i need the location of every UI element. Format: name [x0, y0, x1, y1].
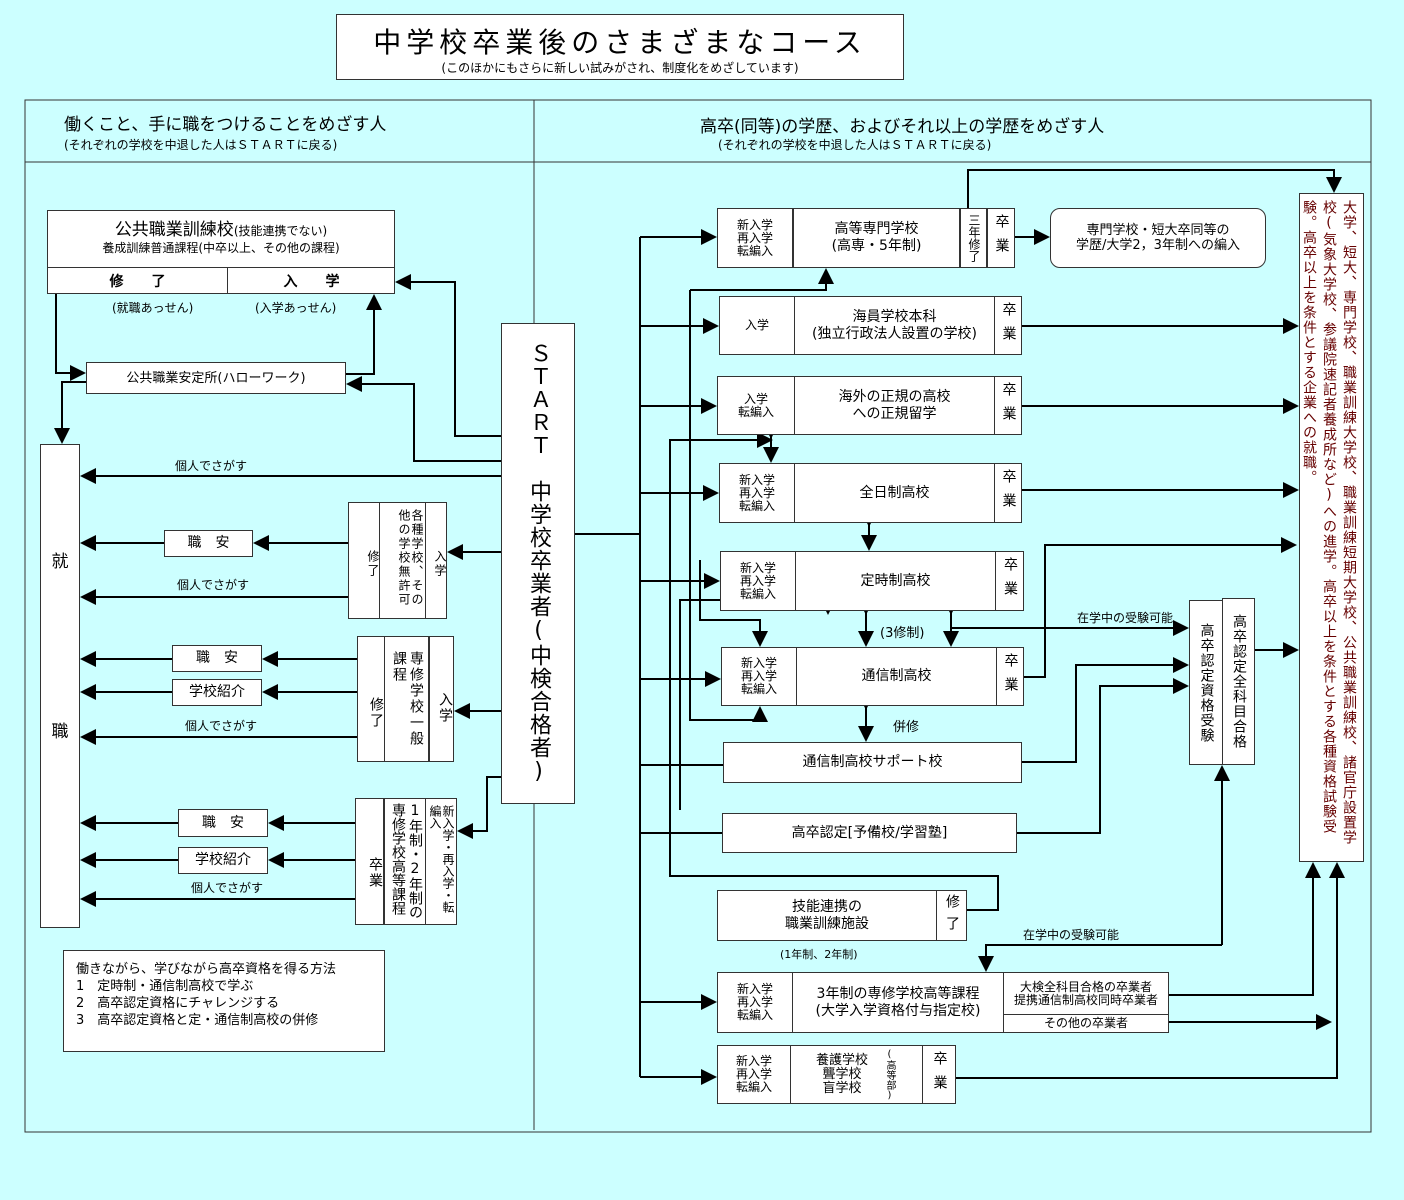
certification-passed-box: 高卒認定全科目合格	[1222, 598, 1255, 765]
left-subheader: (それぞれの学校を中退した人はＳＴＡＲＴに戻る)	[64, 138, 338, 152]
entry-label: 新入学 再入学 転編入	[736, 982, 773, 1022]
three-year-specialized-school: 新入学 再入学 転編入 3年制の専修学校高等課程 (大学入学資格付与指定校) 大…	[717, 972, 1169, 1033]
graduation-label: 卒業	[922, 1046, 955, 1103]
destinations-box: 大学、短大、専門学校、職業訓練大学校、職業訓練短期大学校、公共職業訓練校、諸官庁…	[1299, 193, 1364, 862]
job-office-box: 職 安	[172, 645, 262, 672]
program-length-note: (1年制、2年制)	[780, 948, 858, 961]
page-title: 中学校卒業後のさまざまなコース	[373, 26, 867, 59]
support-school: 通信制高校サポート校	[723, 742, 1022, 783]
school-note: (技能連携でない)	[233, 224, 328, 238]
page-subtitle: (このほかにもさらに新しい試みがされ、制度化をめざしています)	[441, 61, 799, 75]
certification-exam-box: 高卒認定資格受験	[1189, 600, 1223, 765]
school-name: 各種学校、その他の学校無許可	[379, 503, 425, 618]
info-item: 2 高卒認定資格にチャレンジする	[76, 996, 280, 1011]
other-graduates: その他の卒業者	[1004, 1014, 1168, 1032]
info-title: 働きながら、学びながら高卒資格を得る方法	[76, 962, 337, 977]
entry-label: 入学	[744, 318, 769, 332]
right-subheader: (それぞれの学校を中退した人はＳＴＡＲＴに戻る)	[718, 138, 992, 152]
title-box: 中学校卒業後のさまざまなコース (このほかにもさらに新しい試みがされ、制度化をめ…	[336, 14, 904, 80]
school-name: 全日制高校	[794, 464, 994, 522]
graduation-label: 卒業	[986, 209, 1014, 267]
info-item: 1 定時制・通信制高校で学ぶ	[76, 979, 254, 994]
start-box: ＳＴＡＲＴ 中学校卒業者(中検合格者)	[501, 323, 575, 804]
completion-label: 修 了	[48, 267, 227, 294]
school-name: 1年制・2年制の専修学校高等課程	[383, 799, 425, 924]
technical-college: 新入学 再入学 転編入 高等専門学校 (高専・5年制) 三年修了 卒業	[717, 208, 1015, 268]
employment-box: 就 職	[40, 444, 80, 928]
prep-school: 高卒認定[予備校/学習塾]	[722, 813, 1017, 853]
public-vocational-school: 公共職業訓練校(技能連携でない) 養成訓練普通課程(中卒以上、その他の課程) 修…	[47, 210, 395, 294]
self-search-label: 個人でさがす	[177, 578, 250, 592]
self-search-label: 個人でさがす	[185, 719, 258, 733]
school-name: 公共職業訓練校	[114, 220, 234, 240]
completion-label: 修了	[368, 697, 384, 729]
school-name: 技能連携の 職業訓練施設	[785, 898, 869, 932]
special-needs-school: 新入学 再入学 転編入 養護学校 聾学校 盲学校 (高等部) 卒業	[717, 1045, 956, 1104]
graduation-label: 卒業	[996, 648, 1023, 705]
specialized-school-upper: 卒業 1年制・2年制の専修学校高等課程 新入学・再入学・転編入	[355, 798, 457, 925]
school-name: 通信制高校	[796, 648, 996, 705]
school-name: 海外の正規の高校 への正規留学	[794, 377, 994, 434]
right-header: 高卒(同等)の学歴、およびそれ以上の学歴をめざす人	[700, 117, 1105, 137]
self-search-label: 個人でさがす	[175, 459, 248, 473]
job-office-box: 職 安	[164, 530, 253, 557]
school-course: 養成訓練普通課程(中卒以上、その他の課程)	[102, 241, 340, 255]
entry-label: 新入学 再入学 転編入	[738, 472, 775, 513]
entry-label: 新入学 再入学 転編入	[735, 1054, 772, 1094]
specialized-school-general: 修了 専修学校一般課程 入学	[357, 636, 454, 762]
school-names: 養護学校 聾学校 盲学校 (高等部)	[790, 1046, 922, 1103]
info-item: 3 高卒認定資格と定・通信制高校の併修	[76, 1013, 319, 1028]
three-year-completion: 三年修了	[959, 209, 986, 267]
school-name: 海員学校本科 (独立行政法人設置の学校)	[794, 297, 994, 354]
part-time-high-school: 新入学 再入学 転編入 定時制高校 卒業	[720, 551, 1024, 611]
admission-label: 入学	[425, 503, 447, 618]
upper-division-note: (高等部)	[884, 1048, 895, 1101]
self-search-label: 個人でさがす	[191, 881, 264, 895]
equivalent-credential-box: 専門学校・短大卒同等の 学歴/大学2，3年制への編入	[1050, 208, 1266, 268]
entry-label: 新入学 再入学 転編入	[740, 656, 777, 696]
admission-label: 新入学・再入学・転編入	[425, 799, 456, 924]
job-office-box: 職 安	[178, 809, 268, 837]
school-name: 高等専門学校 (高専・5年制)	[792, 209, 959, 267]
overseas-school: 入学 転編入 海外の正規の高校 への正規留学 卒業	[717, 376, 1022, 435]
school-name: 定時制高校	[795, 552, 995, 610]
school-name: 養護学校 聾学校 盲学校	[815, 1052, 868, 1096]
entry-label: 入学 転編入	[737, 391, 774, 419]
school-referral-box: 学校紹介	[172, 679, 262, 706]
school-name: 専修学校一般課程	[384, 637, 428, 761]
employment-char-1: 就	[51, 552, 69, 572]
exam-while-enrolled-label: 在学中の受験可能	[1077, 611, 1174, 625]
entry-label: 新入学 再入学 転編入	[736, 217, 773, 258]
graduation-label: 卒業	[994, 377, 1021, 434]
concurrent-study-label: 併修	[893, 720, 920, 735]
entry-label: 新入学 再入学 転編入	[739, 560, 776, 601]
three-year-system-label: (3修制)	[880, 626, 925, 641]
completion-label: 修了	[936, 891, 966, 940]
correspondence-high-school: 新入学 再入学 転編入 通信制高校 卒業	[721, 647, 1024, 706]
graduation-label: 卒業	[995, 552, 1023, 610]
graduate-categories: 大検全科目合格の卒業者 提携通信制高校同時卒業者 その他の卒業者	[1003, 973, 1168, 1032]
seamen-school: 入学 海員学校本科 (独立行政法人設置の学校) 卒業	[719, 296, 1022, 355]
employment-char-2: 職	[51, 722, 69, 742]
completion-label: 卒業	[367, 856, 383, 889]
completion-label: 修了	[366, 549, 380, 578]
graduation-label: 卒業	[994, 464, 1021, 522]
exam-while-enrolled-label: 在学中の受験可能	[1023, 928, 1120, 942]
qualified-graduates: 大検全科目合格の卒業者 提携通信制高校同時卒業者	[1013, 979, 1158, 1007]
admission-placement-note: (入学あっせん)	[255, 301, 337, 315]
school-name: 3年制の専修学校高等課程 (大学入学資格付与指定校)	[792, 973, 1003, 1032]
miscellaneous-school: 修了 各種学校、その他の学校無許可 入学	[348, 502, 447, 619]
job-placement-note: (就職あっせん)	[112, 301, 194, 315]
info-box: 働きながら、学びながら高卒資格を得る方法 1 定時制・通信制高校で学ぶ 2 高卒…	[63, 950, 385, 1052]
school-referral-box: 学校紹介	[178, 847, 268, 874]
left-header: 働くこと、手に職をつけることをめざす人	[64, 115, 387, 135]
admission-label: 入 学	[227, 267, 395, 294]
full-time-high-school: 新入学 再入学 転編入 全日制高校 卒業	[719, 463, 1022, 523]
admission-label: 入学	[428, 637, 453, 761]
graduation-label: 卒業	[994, 297, 1021, 354]
hello-work-box: 公共職業安定所(ハローワーク)	[86, 362, 346, 394]
skill-training-facility: 技能連携の 職業訓練施設 修了	[717, 890, 967, 941]
